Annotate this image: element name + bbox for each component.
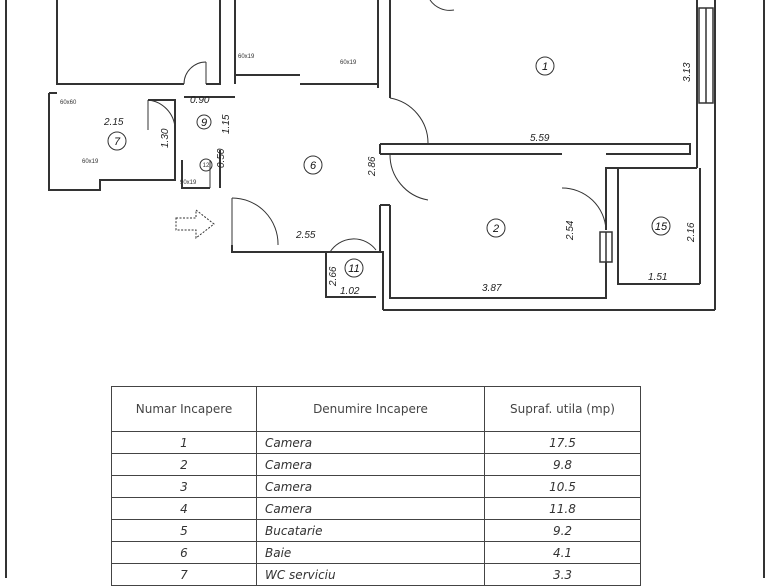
table-row: 7 WC serviciu 3.3: [111, 563, 641, 586]
dim-label: 2.55: [295, 230, 316, 241]
cell-name: Camera: [256, 497, 485, 520]
cell-number: 4: [111, 497, 257, 520]
cell-number: 5: [111, 519, 257, 542]
room-7-label: 7: [114, 136, 121, 148]
windows: [599, 7, 714, 263]
cell-area: 9.2: [484, 519, 641, 542]
cell-number: 6: [111, 541, 257, 564]
walls: [48, 0, 716, 311]
room-markers: [107, 56, 671, 278]
dim-label: 5.59: [530, 133, 550, 144]
element-mark: 60x19: [82, 159, 99, 165]
element-mark: 90x19: [180, 180, 197, 186]
cell-area: 9.8: [484, 453, 641, 476]
dim-label: 2.16: [686, 222, 697, 243]
table-row: 3 Camera 10.5: [111, 475, 641, 498]
table-header-row: Numar Incapere Denumire Incapere Supraf.…: [111, 386, 641, 432]
table-row: 5 Bucatarie 9.2: [111, 519, 641, 542]
cell-name: Camera: [256, 475, 485, 498]
element-mark: 60x19: [238, 54, 255, 60]
dim-label: 2.15: [103, 117, 124, 128]
cell-name: Camera: [256, 453, 485, 476]
header-room-area: Supraf. utila (mp): [484, 386, 641, 432]
dim-label: 0.50: [216, 148, 227, 168]
cell-area: 4.1: [484, 541, 641, 564]
doors: [147, 0, 607, 253]
table-row: 1 Camera 17.5: [111, 431, 641, 454]
room-1-label: 1: [542, 61, 548, 73]
cell-area: 3.3: [484, 563, 641, 586]
cell-area: 11.8: [484, 497, 641, 520]
dim-label: 1.30: [160, 128, 171, 148]
cell-area: 10.5: [484, 475, 641, 498]
dim-label: 2.66: [328, 266, 339, 287]
cell-area: 17.5: [484, 431, 641, 454]
dim-label: 3.13: [682, 62, 693, 82]
dim-label: 0.90: [190, 95, 210, 106]
room-12-label: 12: [203, 163, 210, 169]
dim-label: 2.54: [565, 220, 576, 241]
header-room-number: Numar Incapere: [111, 386, 257, 432]
room-11-label: 11: [348, 263, 359, 275]
cell-name: Bucatarie: [256, 519, 485, 542]
dim-label: 1.15: [221, 114, 232, 134]
room-schedule-table: Numar Incapere Denumire Incapere Supraf.…: [111, 386, 641, 586]
element-mark: 60x19: [340, 60, 357, 66]
dim-label: 2.86: [367, 156, 378, 177]
cell-name: WC serviciu: [256, 563, 485, 586]
dim-label: 1.51: [648, 272, 667, 283]
dim-label: 1.02: [340, 286, 360, 297]
entrance-arrow-icon: [175, 208, 215, 240]
table-row: 4 Camera 11.8: [111, 497, 641, 520]
room-2-label: 2: [492, 223, 499, 235]
cell-name: Baie: [256, 541, 485, 564]
cell-name: Camera: [256, 431, 485, 454]
cell-number: 7: [111, 563, 257, 586]
room-9-label: 9: [201, 117, 207, 129]
room-15-label: 15: [655, 221, 668, 233]
table-row: 2 Camera 9.8: [111, 453, 641, 476]
cell-number: 1: [111, 431, 257, 454]
header-room-name: Denumire Incapere: [256, 386, 485, 432]
cell-number: 3: [111, 475, 257, 498]
table-row: 6 Baie 4.1: [111, 541, 641, 564]
element-mark: 60x60: [60, 100, 77, 106]
dim-label: 3.87: [482, 283, 502, 294]
cell-number: 2: [111, 453, 257, 476]
room-6-label: 6: [310, 160, 317, 172]
